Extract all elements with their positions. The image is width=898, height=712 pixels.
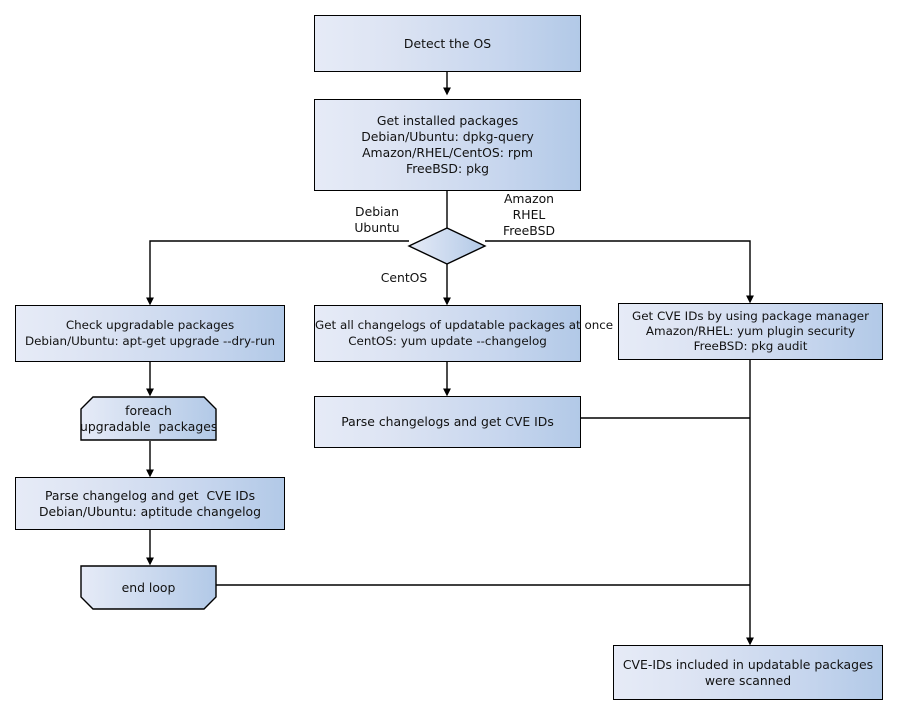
line-1: CVE-IDs included in updatable packages: [622, 656, 874, 672]
line-4: FreeBSD: pkg: [405, 160, 489, 176]
node-os-decision[interactable]: [407, 226, 487, 266]
line-2: were scanned: [704, 672, 792, 688]
line-2: CentOS: yum update --changelog: [348, 333, 547, 348]
edge-label-centos: CentOS: [380, 270, 428, 285]
line-3: FreeBSD: pkg audit: [693, 339, 808, 354]
node-detect-os-label: Detect the OS: [403, 35, 492, 51]
edge-decision-left: [146, 240, 409, 306]
line-1: Get CVE IDs by using package manager: [631, 308, 870, 323]
node-get-all-changelogs[interactable]: Get all changelogs of updatable packages…: [314, 305, 613, 362]
line-3: Amazon/RHEL/CentOS: rpm: [362, 145, 533, 160]
node-detect-os[interactable]: Detect the OS: [314, 15, 581, 72]
node-parse-changelogs-centos-label: Parse changelogs and get CVE IDs: [341, 414, 554, 430]
loop-start-shape: [80, 396, 217, 441]
edge-label-amazon-rhel-freebsd: Amazon RHEL FreeBSD: [503, 191, 555, 239]
line-2: Debian/Ubuntu: aptitude changelog: [39, 503, 261, 519]
line-2: Amazon/RHEL: yum plugin security: [645, 323, 856, 338]
line-2: Debian/Ubuntu: apt-get upgrade --dry-run: [24, 333, 276, 348]
edge-decision-right: [485, 240, 754, 304]
line-1: Parse changelog and get CVE IDs: [44, 487, 256, 503]
line-2: upgradable packages: [80, 418, 218, 434]
decision-diamond-shape: [407, 227, 487, 265]
line-2: Debian/Ubuntu: dpkg-query: [361, 129, 534, 145]
node-get-all-changelogs-label: Get all changelogs of updatable packages…: [315, 318, 613, 348]
edge-label-debian-ubuntu: Debian Ubuntu: [354, 204, 400, 236]
node-end-loop[interactable]: end loop: [80, 565, 217, 610]
line-1: Check upgradable packages: [65, 318, 235, 333]
line-1: foreach: [125, 402, 172, 418]
node-parse-changelogs-centos[interactable]: Parse changelogs and get CVE IDs: [314, 396, 581, 448]
node-end-loop-label: end loop: [121, 579, 176, 595]
loop-end-shape: [80, 565, 217, 610]
line-1: Get all changelogs of updatable packages…: [315, 318, 614, 333]
line-1: Get installed packages: [376, 113, 519, 129]
